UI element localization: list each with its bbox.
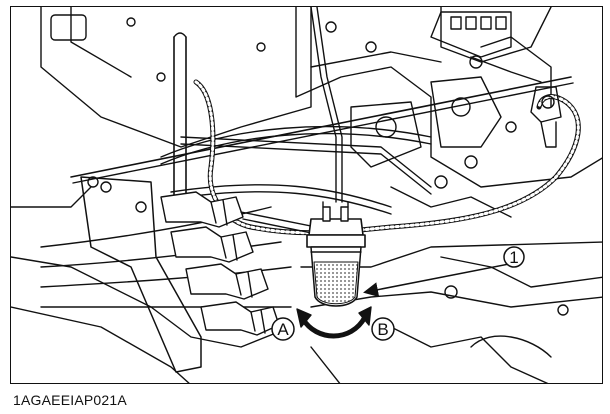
rotation-arrow-head-right [358, 306, 372, 326]
wiring-harness [193, 79, 581, 236]
callout-1-leader [363, 262, 515, 298]
technical-drawing: 1 A B [10, 6, 603, 384]
injector-3 [185, 263, 269, 300]
callout-1: 1 [503, 246, 525, 268]
connector-block [430, 11, 562, 148]
callout-a-label: A [277, 320, 289, 339]
callout-b-label: B [377, 320, 388, 339]
engine-block [11, 7, 602, 383]
figure-code: 1AGAEEIAP021A [13, 392, 127, 408]
fuel-strainer [306, 7, 366, 307]
drawing-svg: 1 A B [11, 7, 602, 383]
callout-b: B [371, 317, 395, 341]
callout-1-label: 1 [509, 248, 518, 267]
fuel-lines [40, 76, 574, 308]
injector-2 [170, 226, 254, 263]
callout-a: A [271, 317, 295, 341]
injector-1 [160, 191, 244, 228]
rotation-arrow-head-left [296, 308, 312, 328]
rotation-arrow [300, 314, 368, 339]
dipstick-tube [173, 32, 187, 208]
injection-pump-cluster [80, 176, 342, 373]
